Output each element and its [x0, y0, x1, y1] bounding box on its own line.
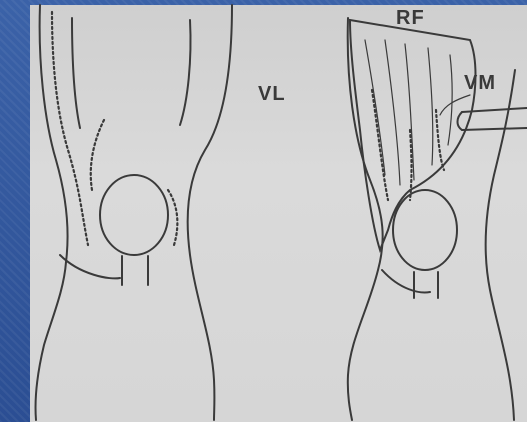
label-vm: VM — [464, 72, 496, 95]
left-medial-incision — [91, 120, 104, 190]
flap-fiber-4 — [428, 48, 433, 165]
left-leg-outline-right — [188, 5, 232, 420]
left-leg-outline-left — [35, 5, 67, 420]
right-knee-curve — [382, 270, 430, 292]
right-incision-line-2 — [410, 130, 412, 200]
label-rf: RF — [396, 7, 425, 30]
right-incision-line-3 — [436, 110, 444, 170]
right-leg-outline-right — [486, 70, 515, 420]
left-inner-line-left — [72, 18, 80, 128]
label-vl: VL — [258, 83, 286, 106]
retractor-bottom — [462, 128, 527, 130]
left-patella-incision — [168, 190, 177, 245]
retractor-end — [458, 112, 463, 130]
flap-fiber-3 — [405, 44, 414, 180]
right-incision-line-1 — [372, 90, 388, 200]
right-patella — [393, 190, 457, 270]
muscle-flap-outline — [350, 20, 476, 250]
flap-fiber-2 — [385, 40, 400, 185]
left-incision-line — [52, 12, 88, 245]
left-inner-line-right — [180, 20, 191, 125]
left-patella — [100, 175, 168, 255]
right-leg-outline-left — [348, 18, 383, 420]
flap-fiber-5 — [448, 55, 452, 145]
left-knee-curve — [60, 255, 120, 278]
